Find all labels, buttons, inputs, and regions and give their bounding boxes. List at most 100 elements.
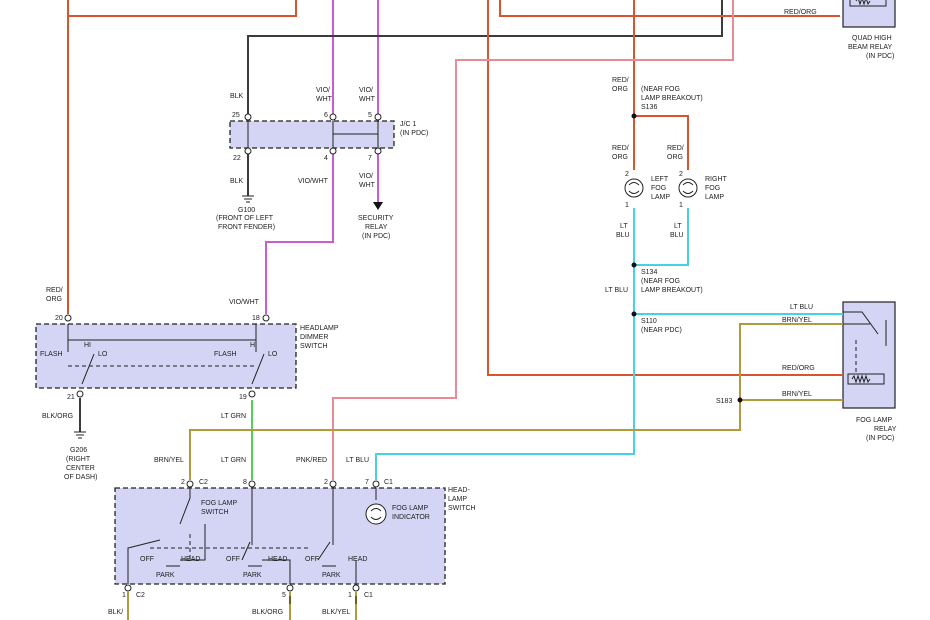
connector-c1-bottom: C1 bbox=[364, 592, 373, 599]
label-blk-red-a: BLK/ bbox=[108, 609, 123, 616]
s136-id: S136 bbox=[641, 104, 657, 111]
pin-18: 18 bbox=[252, 315, 260, 322]
jc1-location: (IN PDC) bbox=[400, 130, 428, 137]
label-red-right-a: RED/ bbox=[667, 145, 684, 152]
label-blu-right-b: BLU bbox=[670, 232, 684, 239]
g100-id: G100 bbox=[238, 207, 255, 214]
s134-desc2: LAMP BREAKOUT) bbox=[641, 287, 703, 294]
g206-id: G206 bbox=[70, 447, 87, 454]
splice-s134 bbox=[631, 262, 637, 268]
label-blk-org-bottom: BLK/ORG bbox=[252, 609, 283, 616]
label-red-s136b: ORG bbox=[612, 86, 628, 93]
left-fog-lamp-line1: LEFT bbox=[651, 176, 669, 183]
label-blk-g100: BLK bbox=[230, 178, 244, 185]
label-red-left-a: RED/ bbox=[612, 145, 629, 152]
wire-red-org-quad bbox=[499, 0, 840, 17]
label-blu-left-a: LT bbox=[620, 223, 628, 230]
g206-desc1: (RIGHT bbox=[66, 456, 91, 463]
dimmer-lo-left: LO bbox=[98, 351, 108, 358]
pin-6: 6 bbox=[324, 112, 328, 119]
switch-park-1: PARK bbox=[156, 572, 175, 579]
dimmer-lo-right: LO bbox=[268, 351, 278, 358]
left-fog-lamp-line3: LAMP bbox=[651, 194, 670, 201]
pin-5: 5 bbox=[368, 112, 372, 119]
label-brn-yel-relay2: BRN/YEL bbox=[782, 391, 812, 398]
pin-left-lamp-2: 2 bbox=[625, 171, 629, 178]
ground-g100-icon bbox=[242, 195, 254, 203]
pin-bottom-5: 5 bbox=[282, 592, 286, 599]
switch-off-2: OFF bbox=[226, 556, 240, 563]
quad-wire-label: RED/ORG bbox=[784, 9, 817, 16]
wire-blk bbox=[247, 0, 723, 114]
label-vio-dimmer: VIO/WHT bbox=[229, 299, 260, 306]
security-relay-line1: SECURITY bbox=[358, 215, 394, 222]
label-blu-left-b: BLU bbox=[616, 232, 630, 239]
label-red-dimmer-b: ORG bbox=[46, 296, 62, 303]
s134-id: S134 bbox=[641, 269, 657, 276]
connector-c2-top: C2 bbox=[199, 479, 208, 486]
quad-relay-line3: (IN PDC) bbox=[866, 53, 894, 60]
label-lt-blu-switch: LT BLU bbox=[346, 457, 369, 464]
label-brn-yel-switch: BRN/YEL bbox=[154, 457, 184, 464]
label-blk-top: BLK bbox=[230, 93, 244, 100]
label-brn-yel-relay1: BRN/YEL bbox=[782, 317, 812, 324]
indicator-label2: INDICATOR bbox=[392, 514, 430, 521]
s136-desc1: (NEAR FOG bbox=[641, 86, 680, 93]
splice-dots bbox=[631, 113, 743, 403]
s110-desc: (NEAR PDC) bbox=[641, 327, 682, 334]
pin-22: 22 bbox=[233, 155, 241, 162]
label-pnk-red: PNK/RED bbox=[296, 457, 327, 464]
switch-park-2: PARK bbox=[243, 572, 262, 579]
headlamp-dimmer-switch bbox=[35, 323, 297, 389]
label-lt-grn-dimmer: LT GRN bbox=[221, 413, 246, 420]
pin-c2-8: 8 bbox=[243, 479, 247, 486]
dimmer-title3: SWITCH bbox=[300, 343, 328, 350]
label-vio-7a: VIO/ bbox=[359, 173, 373, 180]
switch-head-1: HEAD bbox=[181, 556, 200, 563]
g206-desc3: OF DASH) bbox=[64, 474, 97, 481]
g206-desc2: CENTER bbox=[66, 465, 95, 472]
dimmer-hi-left: HI bbox=[84, 342, 91, 349]
label-red-left-b: ORG bbox=[612, 154, 628, 161]
hl-switch-title1: HEAD- bbox=[448, 487, 470, 494]
dimmer-flash-right: FLASH bbox=[214, 351, 237, 358]
fog-lamp-indicator-icon bbox=[365, 503, 387, 525]
pin-25: 25 bbox=[232, 112, 240, 119]
right-fog-lamp-line3: LAMP bbox=[705, 194, 724, 201]
splice-s183 bbox=[737, 397, 743, 403]
s110-id: S110 bbox=[641, 318, 657, 325]
fog-relay-line2: RELAY bbox=[874, 426, 897, 433]
hl-switch-title3: SWITCH bbox=[448, 505, 476, 512]
wire-red-org-left bbox=[67, 0, 297, 314]
wire-red-org-fog bbox=[633, 0, 689, 170]
pin-bottom-1a: 1 bbox=[122, 592, 126, 599]
pin-right-lamp-2: 2 bbox=[679, 171, 683, 178]
label-lt-blu-s134: LT BLU bbox=[605, 287, 628, 294]
left-fog-lamp-icon bbox=[624, 178, 644, 198]
pin-c1-7: 7 bbox=[365, 479, 369, 486]
pin-right-lamp-1: 1 bbox=[679, 202, 683, 209]
right-fog-lamp-icon bbox=[678, 178, 698, 198]
label-red-right-b: ORG bbox=[667, 154, 683, 161]
wire-red-org-right bbox=[487, 0, 843, 376]
splice-s110 bbox=[631, 311, 637, 317]
label-red-s136a: RED/ bbox=[612, 77, 629, 84]
label-vio-5b: WHT bbox=[359, 96, 376, 103]
security-relay-line2: RELAY bbox=[365, 224, 388, 231]
fog-switch-label1: FOG LAMP bbox=[201, 500, 238, 507]
s183-id: S183 bbox=[716, 398, 732, 405]
wire-brn-yel bbox=[189, 323, 843, 480]
hl-switch-title2: LAMP bbox=[448, 496, 467, 503]
fog-switch-label2: SWITCH bbox=[201, 509, 229, 516]
label-vio-6a: VIO/ bbox=[316, 87, 330, 94]
pin-21: 21 bbox=[67, 394, 75, 401]
connector-c2-bottom: C2 bbox=[136, 592, 145, 599]
right-fog-lamp-line1: RIGHT bbox=[705, 176, 728, 183]
label-vio-5a: VIO/ bbox=[359, 87, 373, 94]
switch-off-3: OFF bbox=[305, 556, 319, 563]
ground-g206-icon bbox=[74, 431, 86, 439]
pin-19: 19 bbox=[239, 394, 247, 401]
label-blu-right-a: LT bbox=[674, 223, 682, 230]
wires bbox=[67, 0, 843, 620]
